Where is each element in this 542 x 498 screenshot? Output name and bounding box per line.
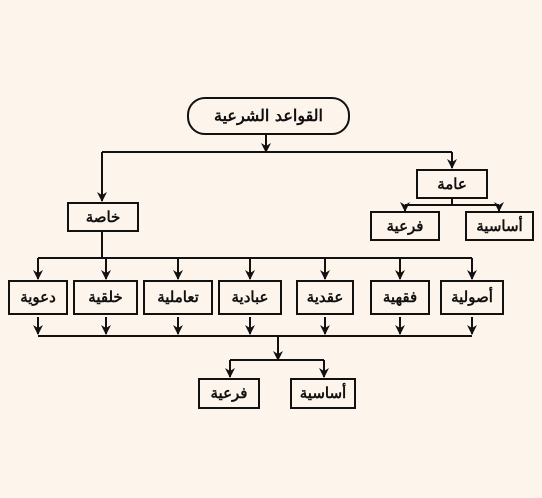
category-label: أصولية xyxy=(451,288,493,306)
category-node: فقهية xyxy=(370,280,430,315)
general-basic-label: أساسية xyxy=(476,216,523,235)
category-node: خلقية xyxy=(73,280,138,315)
specific-label: خاصة xyxy=(85,207,121,226)
category-node: تعاملية xyxy=(143,280,213,315)
category-label: فقهية xyxy=(382,288,418,306)
general-secondary-label: فرعية xyxy=(386,216,424,235)
specific-secondary-node: فرعية xyxy=(198,378,260,409)
general-label: عامة xyxy=(437,174,467,193)
specific-basic-label: أساسية xyxy=(299,384,347,402)
general-basic-node: أساسية xyxy=(465,211,534,241)
category-node: أصولية xyxy=(440,280,504,315)
category-label: عبادية xyxy=(231,288,269,306)
general-node: عامة xyxy=(416,169,488,199)
category-node: عقدية xyxy=(296,280,354,315)
category-label: خلقية xyxy=(88,288,123,306)
specific-node: خاصة xyxy=(67,202,139,232)
category-label: دعوية xyxy=(20,288,56,306)
specific-basic-node: أساسية xyxy=(290,378,356,409)
root-label: القواعد الشرعية xyxy=(213,106,323,125)
specific-secondary-label: فرعية xyxy=(210,384,248,402)
category-label: تعاملية xyxy=(157,288,199,306)
category-node: عبادية xyxy=(218,280,282,315)
general-secondary-node: فرعية xyxy=(370,211,440,241)
root-node: القواعد الشرعية xyxy=(187,97,350,135)
category-node: دعوية xyxy=(8,280,68,315)
category-label: عقدية xyxy=(306,288,344,306)
